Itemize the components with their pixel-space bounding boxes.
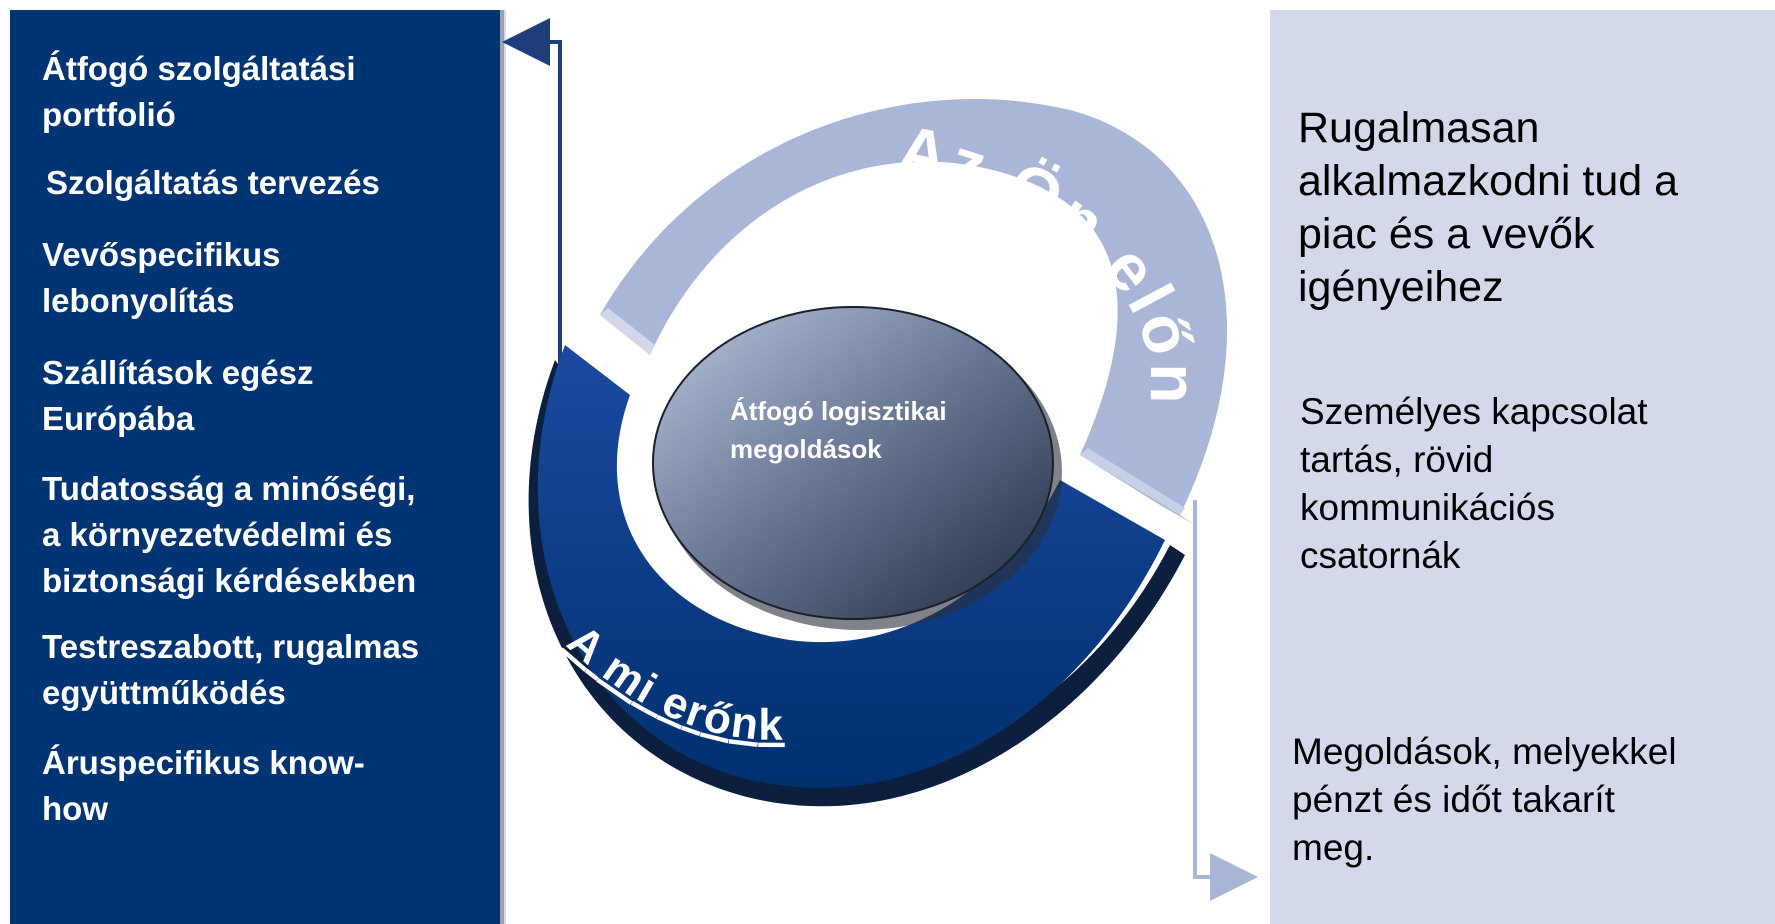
upper-arc-edge (1080, 448, 1185, 515)
left-item-service-planning: Szolgáltatás tervezés (46, 164, 380, 201)
left-item-quality-awareness: Tudatosság a minőségi, a környezetvédelm… (42, 470, 417, 599)
center-disc (652, 306, 1054, 620)
left-item-customer-specific: Vevőspecifikus lebonyolítás (42, 236, 281, 319)
left-item-flexible-cooperation: Testreszabott, rugalmas együttműködés (42, 628, 420, 711)
right-text-flexibility: Rugalmasan alkalmazkodni tud a piac és a… (1298, 104, 1679, 311)
center-label: Átfogó logisztikai megoldások (730, 396, 947, 464)
left-item-europe-delivery: Szállítások egész Európába (42, 354, 314, 437)
lower-arc (537, 345, 1165, 788)
upper-arc-shadow (600, 308, 655, 355)
connector-arrow-right (1193, 500, 1258, 901)
right-text-savings: Megoldások, melyekkel pénzt és időt taka… (1292, 731, 1677, 868)
left-item-know-how: Áruspecifikus know- how (42, 744, 365, 827)
upper-arc-text: Az Ön előnye (0, 0, 1211, 408)
right-panel: Rugalmasan alkalmazkodni tud a piac és a… (1270, 10, 1775, 924)
connector-arrow-left (502, 18, 562, 372)
upper-arc (600, 99, 1228, 525)
left-item-service-portfolio: Átfogó szolgáltatási portfolió (42, 50, 356, 133)
right-text-personal-contact: Személyes kapcsolat tartás, rövid kommun… (1300, 391, 1648, 576)
left-panel: Átfogó szolgáltatási portfolió Szolgálta… (10, 10, 500, 924)
